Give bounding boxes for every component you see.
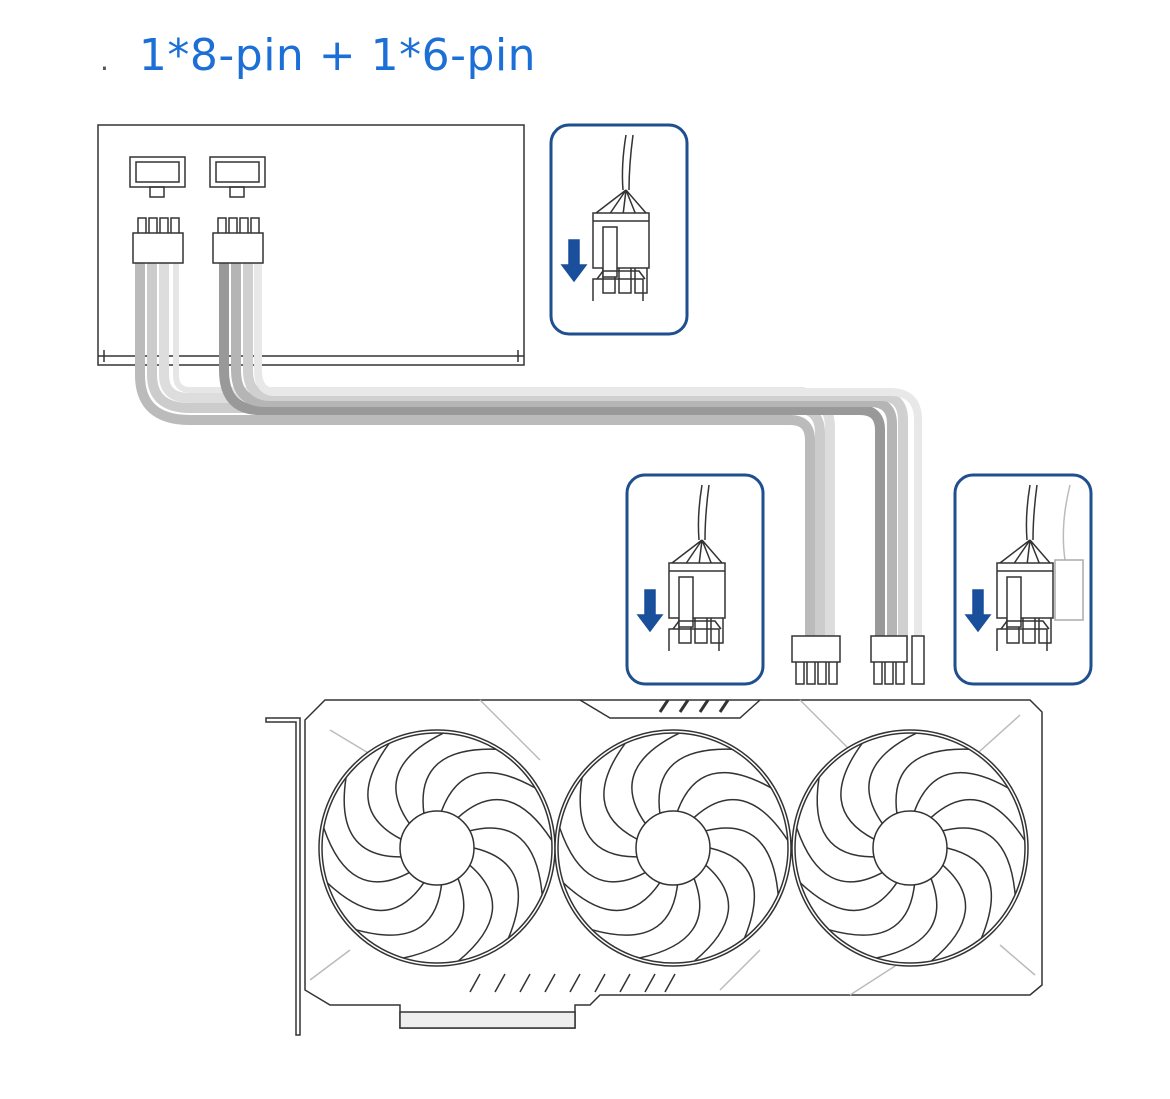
- fan-blade: [816, 777, 875, 858]
- psu-plug-1: [132, 217, 184, 264]
- section-heading: . 1*8-pin + 1*6-pin: [100, 30, 536, 81]
- fan-blade: [895, 748, 969, 814]
- fan-blade: [658, 748, 732, 814]
- fan-blade: [693, 798, 789, 841]
- fan-blade: [562, 882, 661, 912]
- psu-socket-2: [209, 156, 266, 198]
- fan-blade: [603, 742, 638, 840]
- fan-blade: [326, 882, 425, 912]
- fan-blade: [799, 882, 898, 912]
- bullet: .: [100, 44, 109, 77]
- psu-plug-2: [212, 217, 264, 264]
- fan-blade: [942, 827, 1016, 895]
- fan-hub: [635, 810, 711, 886]
- fan-hub: [872, 810, 948, 886]
- fan-blade: [930, 798, 1026, 841]
- fan-blade: [639, 878, 701, 959]
- down-arrow-icon: [560, 239, 588, 283]
- fan-blade: [709, 847, 756, 939]
- fan-blade: [946, 847, 993, 939]
- fan-blade: [591, 884, 679, 936]
- fan-blade: [469, 827, 543, 895]
- fan-blade: [579, 777, 638, 858]
- fan-blade: [840, 742, 875, 840]
- fan-blade: [473, 847, 520, 939]
- graphics-card: [265, 699, 1043, 1036]
- gpu-plug-6pin: [870, 635, 925, 685]
- cable-2: [219, 260, 922, 640]
- title-text: 1*8-pin + 1*6-pin: [138, 30, 537, 81]
- fan-blade: [693, 864, 730, 962]
- fan-blade: [422, 748, 496, 814]
- fan-3: [791, 729, 1029, 967]
- fan-blade: [343, 777, 402, 858]
- gpu-6pin-insert: [953, 473, 1093, 686]
- fan-blade: [403, 878, 465, 959]
- fan-2: [554, 729, 792, 967]
- fan-blade: [930, 864, 967, 962]
- psu-socket-1: [129, 156, 186, 198]
- fan-blade: [676, 771, 772, 812]
- fan-blade: [631, 732, 680, 824]
- fan-blade: [705, 827, 779, 895]
- fan-blade: [913, 771, 1009, 812]
- down-arrow-icon: [964, 589, 992, 633]
- down-arrow-icon: [636, 589, 664, 633]
- fan-hub: [399, 810, 475, 886]
- fan-blade: [457, 798, 553, 841]
- fan-blade: [457, 864, 494, 962]
- fan-blade: [355, 884, 443, 936]
- fan-blade: [796, 827, 883, 883]
- fan-blade: [395, 732, 444, 824]
- fan-blade: [367, 742, 402, 840]
- fan-blade: [868, 732, 917, 824]
- fan-1: [318, 729, 556, 967]
- fan-blade: [559, 827, 646, 883]
- fan-blade: [440, 771, 536, 812]
- gpu-8pin-insert: [625, 473, 765, 686]
- psu-8pin-insert: [549, 123, 689, 336]
- gpu-plug-8pin: [791, 635, 841, 685]
- fan-blade: [876, 878, 938, 959]
- fan-blade: [828, 884, 916, 936]
- fan-blade: [323, 827, 410, 883]
